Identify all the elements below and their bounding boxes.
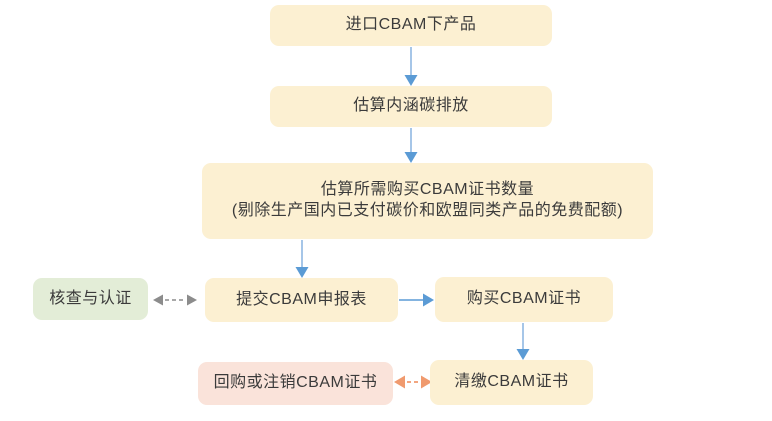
node-submit-declaration: 提交CBAM申报表 [205,278,398,322]
node-estimate-certificates: 估算所需购买CBAM证书数量 (剔除生产国内已支付碳价和欧盟同类产品的免费配额) [202,163,653,239]
node-buy-certificates: 购买CBAM证书 [435,277,613,322]
node-verification: 核查与认证 [33,278,148,320]
arrow-verification-submit-double-icon [153,294,197,306]
arrow-import-to-estimate-icon [404,47,418,86]
arrow-estimate-to-certificates-icon [404,128,418,163]
node-estimate-certificates-line1: 估算所需购买CBAM证书数量 [320,181,535,199]
arrow-buy-to-surrender-icon [516,323,530,360]
node-import-products: 进口CBAM下产品 [270,5,552,46]
node-estimate-certificates-line2: (剔除生产国内已支付碳价和欧盟同类产品的免费配额) [231,202,624,219]
node-repurchase-cancel: 回购或注销CBAM证书 [198,362,393,405]
arrow-repurchase-surrender-double-icon [394,375,432,389]
node-surrender-certificates: 清缴CBAM证书 [430,360,593,405]
node-estimate-emissions: 估算内涵碳排放 [270,86,552,127]
arrow-submit-to-buy-icon [399,293,434,307]
arrow-certificates-to-submit-icon [295,240,309,278]
